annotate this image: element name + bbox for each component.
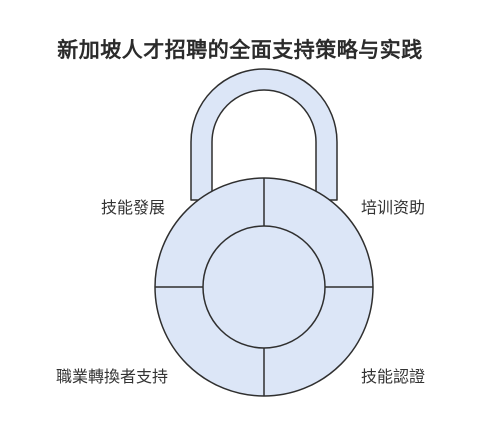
lock-center-circle xyxy=(202,225,326,349)
label-top-left: 技能發展 xyxy=(100,198,165,217)
label-bottom-right: 技能認證 xyxy=(361,367,426,386)
label-top-right: 培训资助 xyxy=(361,198,426,217)
diagram-title: 新加坡人才招聘的全面支持策略与实践 xyxy=(57,38,423,62)
padlock-shackle xyxy=(190,68,338,201)
label-bottom-left: 職業轉換者支持 xyxy=(55,367,168,386)
